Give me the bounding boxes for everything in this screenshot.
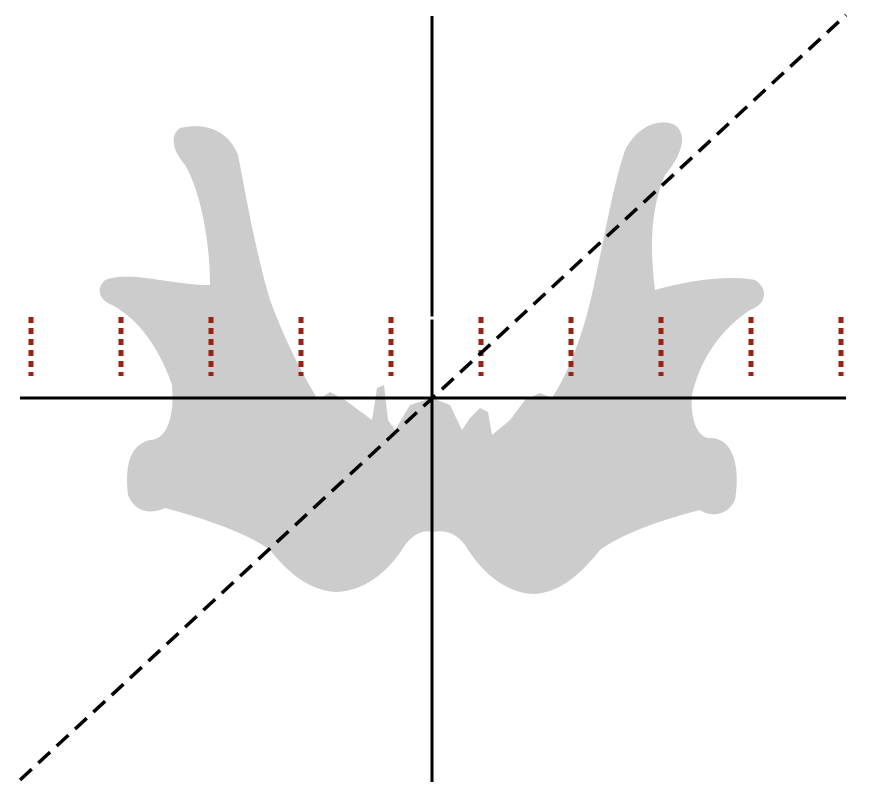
dashed-diagonal [18, 13, 848, 782]
bone-right-half [432, 122, 765, 594]
bone-silhouette [99, 122, 765, 594]
dotted-markers [28, 317, 844, 376]
bone-left-half [99, 126, 432, 592]
